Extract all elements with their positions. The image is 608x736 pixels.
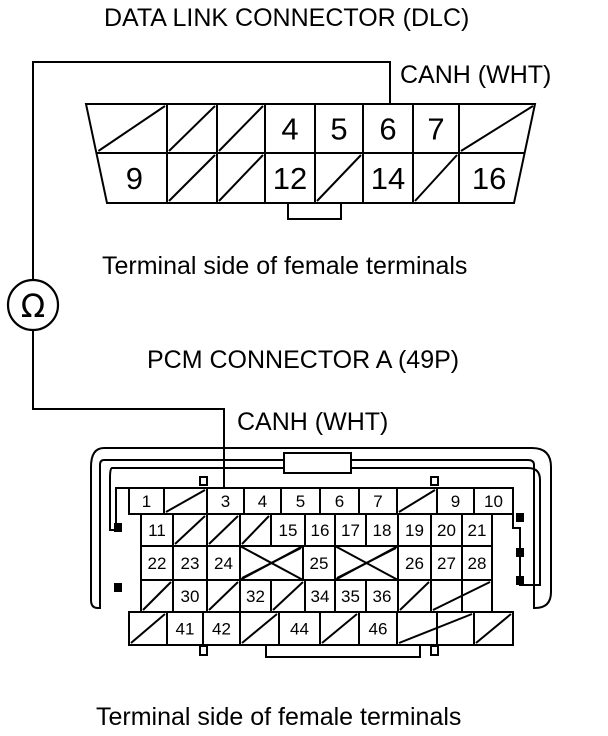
pcm-terminal-20: 20 (437, 521, 456, 540)
dlc-empty-cavity (168, 154, 216, 202)
pcm-foot-left (199, 645, 208, 656)
ohmmeter-lead-pcm (32, 330, 225, 488)
pcm-terminal-44: 44 (290, 620, 309, 639)
pcm-key-4 (516, 548, 524, 557)
pcm-terminal-9: 9 (451, 492, 460, 511)
pcm-blank-cross (334, 545, 399, 581)
dlc-empty-cavity (414, 154, 458, 202)
pcm-connector (90, 447, 552, 658)
pcm-terminal-11: 11 (148, 521, 166, 540)
pcm-terminal-23: 23 (181, 554, 200, 573)
pcm-empty-cavity (208, 515, 239, 545)
dlc-terminal-16: 16 (472, 161, 506, 196)
pcm-terminal-17: 17 (341, 521, 360, 540)
pcm-empty-cavity (165, 489, 206, 513)
dlc-canh-label: CANH (WHT) (400, 61, 552, 89)
ohmmeter: Ω (6, 278, 60, 332)
pcm-terminal-25: 25 (310, 554, 329, 573)
pcm-terminal-24: 24 (214, 554, 233, 573)
pcm-terminal-26: 26 (405, 554, 424, 573)
pcm-terminal-7: 7 (373, 492, 382, 511)
pcm-terminal-21: 21 (468, 521, 487, 540)
pcm-caption: Terminal side of female terminals (96, 703, 462, 731)
dlc-terminal-14: 14 (371, 161, 405, 196)
dlc-body (84, 103, 537, 204)
pcm-terminal-41: 41 (176, 620, 195, 639)
pcm-empty-cavity (241, 613, 278, 644)
pcm-key-2 (114, 583, 122, 592)
ohmmeter-icon (6, 278, 60, 332)
pcm-empty-cavity (399, 581, 430, 611)
pcm-terminal-42: 42 (212, 620, 231, 639)
pcm-terminal-19: 19 (405, 521, 424, 540)
pcm-inner-shell (109, 467, 541, 586)
pcm-terminal-15: 15 (279, 521, 298, 540)
pcm-empty-cavity (475, 613, 512, 644)
pcm-top-tab (283, 452, 352, 474)
pcm-outer-housing (90, 447, 552, 609)
pcm-pin-marker-right (430, 476, 439, 486)
pcm-empty-cavity (241, 515, 270, 545)
dlc-terminal-6: 6 (379, 112, 396, 147)
pcm-bottom-latch (265, 644, 421, 658)
dlc-empty-cavity (97, 105, 166, 152)
pcm-terminal-30: 30 (181, 587, 200, 606)
pcm-terminal-3: 3 (221, 492, 230, 511)
pcm-terminal-4: 4 (258, 492, 267, 511)
pcm-terminal-1: 1 (142, 492, 151, 511)
pcm-terminal-34: 34 (311, 587, 330, 606)
pcm-empty-cavity (321, 613, 358, 644)
ohmmeter-lead-dlc (32, 61, 391, 280)
pcm-empty-cavity (272, 581, 304, 611)
dlc-latch (287, 203, 342, 220)
pcm-terminal-32: 32 (246, 587, 265, 606)
pcm-key-1 (114, 523, 122, 532)
pcm-terminal-36: 36 (373, 587, 392, 606)
dlc-terminal-4: 4 (281, 112, 298, 147)
pcm-terminal-16: 16 (311, 521, 330, 540)
dlc-terminal-5: 5 (330, 112, 347, 147)
pcm-key-5 (516, 576, 524, 585)
pcm-terminal-5: 5 (296, 492, 305, 511)
dlc-caption: Terminal side of female terminals (102, 252, 468, 280)
dlc-empty-cavity (168, 105, 216, 152)
pcm-foot-right (430, 645, 439, 656)
pcm-terminal-46: 46 (369, 620, 388, 639)
dlc-empty-cavity (316, 154, 362, 202)
pcm-blank-cross (239, 545, 304, 581)
dlc-terminal-9: 9 (126, 161, 143, 196)
pcm-terminal-22: 22 (148, 554, 167, 573)
dlc-empty-cavity (218, 105, 264, 152)
pcm-terminal-18: 18 (373, 521, 392, 540)
pcm-empty-cavity (432, 581, 491, 611)
pcm-empty-cavity (208, 581, 239, 611)
pcm-empty-cavity (130, 613, 166, 644)
pcm-pin-marker-left (199, 476, 208, 486)
dlc-terminal-12: 12 (273, 161, 307, 196)
pcm-empty-cavity (398, 489, 436, 513)
dlc-empty-cavity (218, 154, 264, 202)
pcm-canh-label: CANH (WHT) (237, 408, 389, 436)
pcm-key-3 (516, 513, 524, 522)
dlc-title: DATA LINK CONNECTOR (DLC) (104, 4, 470, 32)
dlc-terminal-7: 7 (427, 112, 444, 147)
dlc-empty-cavity (460, 105, 534, 152)
pcm-terminal-28: 28 (468, 554, 487, 573)
dlc-connector (84, 103, 537, 220)
pcm-terminal-6: 6 (335, 492, 344, 511)
pcm-empty-cavity (142, 581, 172, 611)
pcm-empty-cavity (174, 515, 206, 545)
pcm-title: PCM CONNECTOR A (49P) (147, 346, 460, 374)
pcm-terminal-35: 35 (341, 587, 360, 606)
ohm-symbol: Ω (21, 287, 45, 325)
pcm-empty-cavity (398, 613, 473, 644)
pcm-terminal-10: 10 (484, 492, 503, 511)
pcm-terminal-27: 27 (437, 554, 456, 573)
